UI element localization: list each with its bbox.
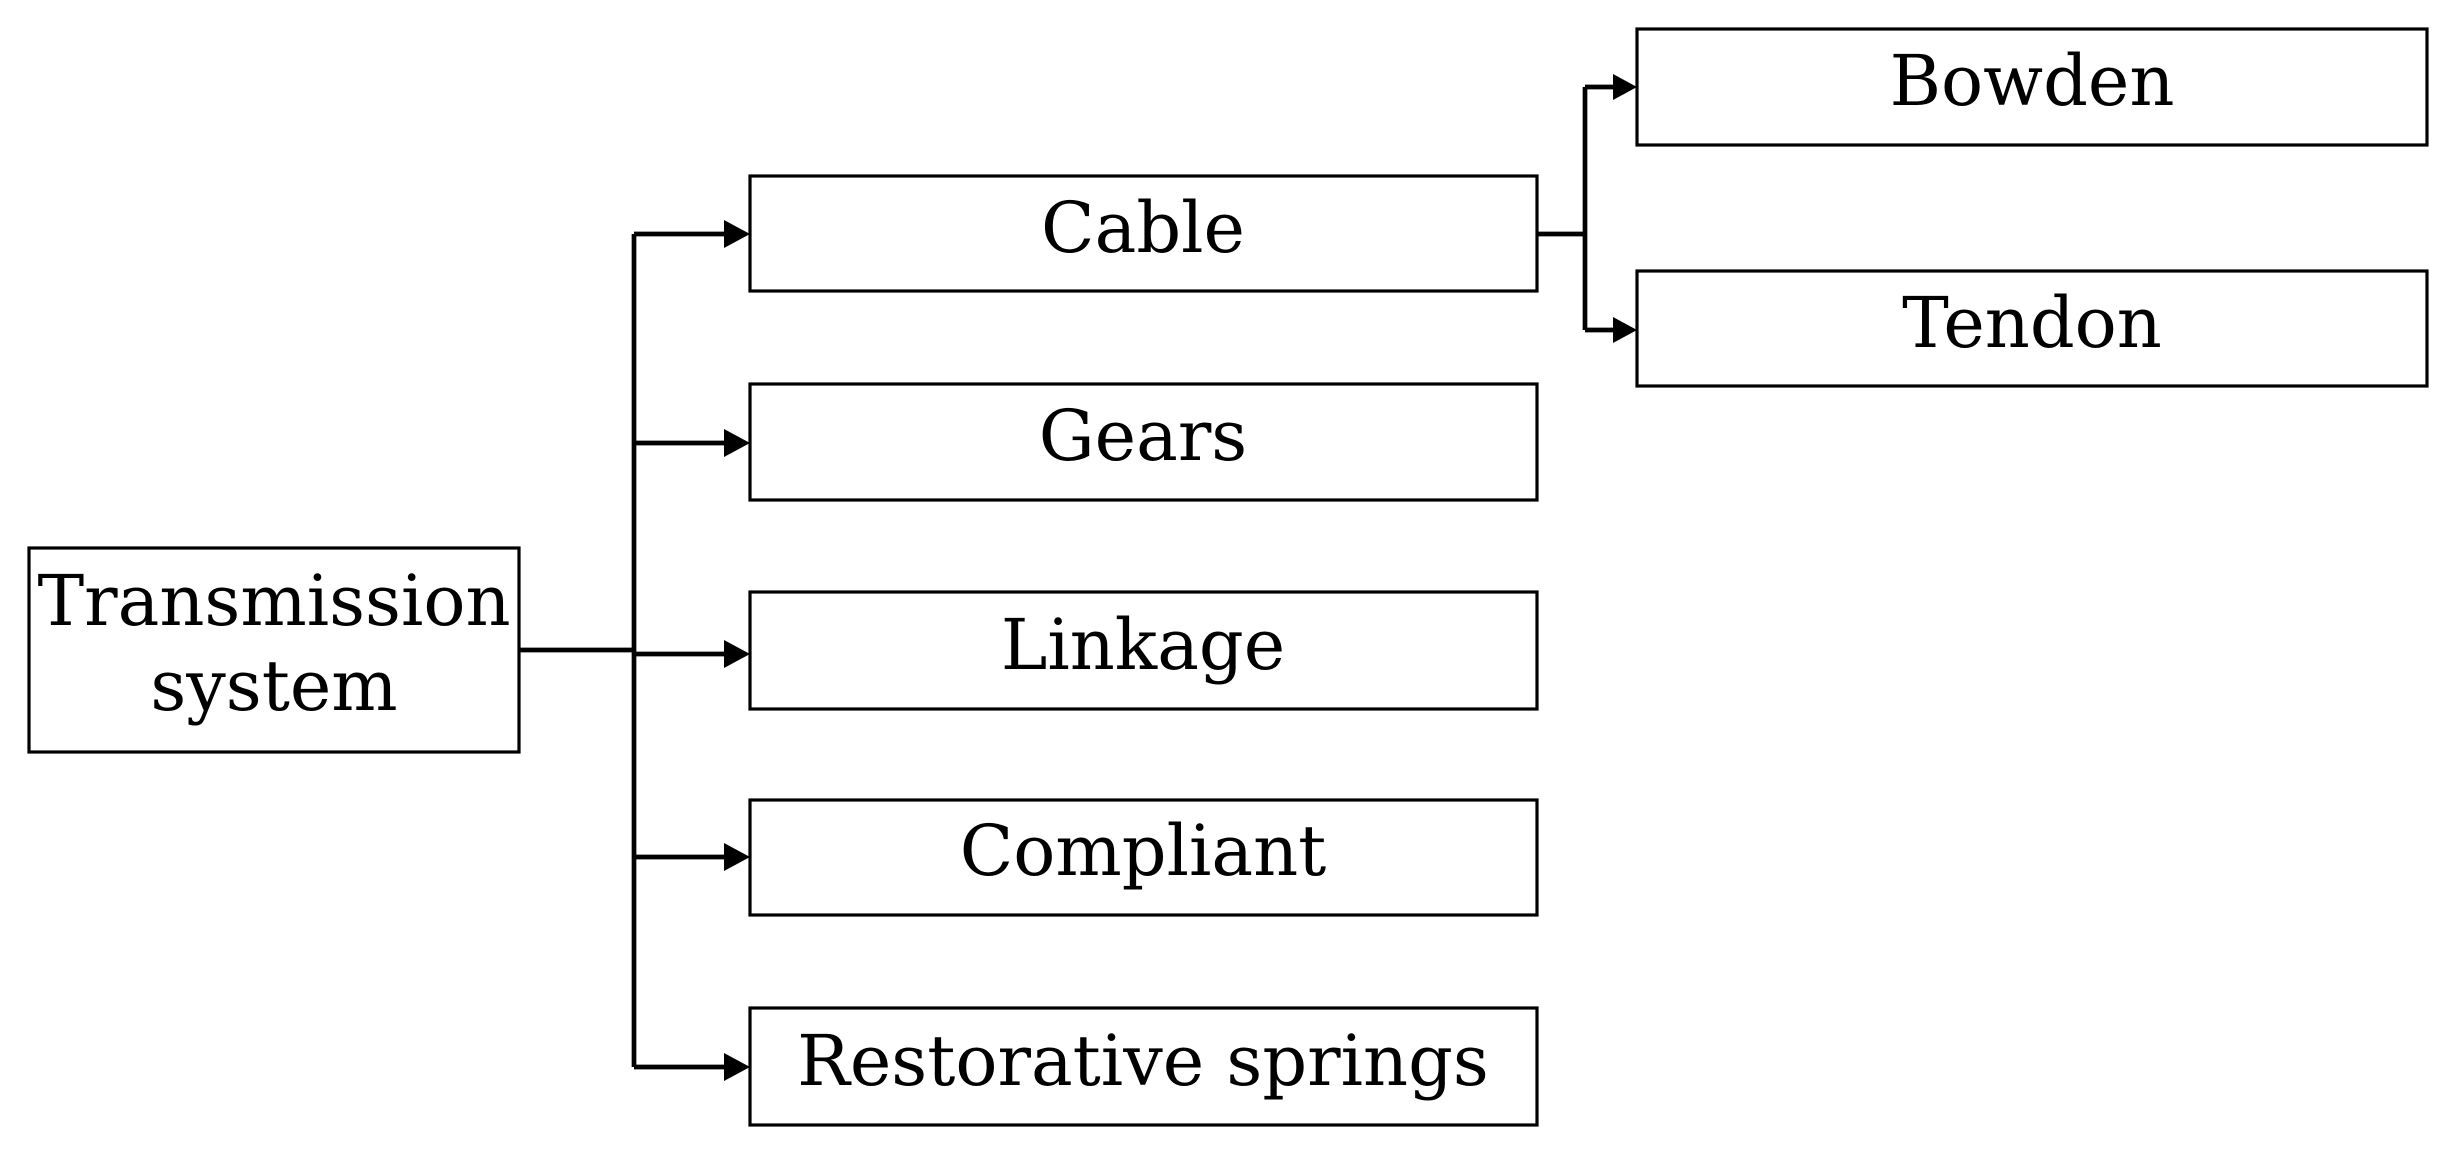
category-node-cable: Cable xyxy=(748,174,1539,293)
bowden-box xyxy=(1635,27,2429,147)
arrowhead-tendon xyxy=(1613,317,1637,343)
cable-box xyxy=(748,174,1539,293)
arrowheads xyxy=(724,74,1637,1081)
arrowhead-linkage xyxy=(724,640,750,668)
root-node-label-line-1: Transmission xyxy=(37,560,510,642)
compliant-label: Compliant xyxy=(960,810,1327,892)
arrowhead-springs xyxy=(724,1053,750,1081)
root-node-label-line-2: system xyxy=(150,645,397,727)
arrowhead-cable xyxy=(724,220,750,248)
arrowhead-compliant xyxy=(724,843,750,871)
category-node-gears: Gears xyxy=(748,382,1539,502)
arrowhead-gears xyxy=(724,429,750,457)
linkage-label: Linkage xyxy=(1001,604,1285,686)
root-node-box xyxy=(27,546,521,754)
linkage-box xyxy=(748,590,1539,711)
subnode-bowden: Bowden xyxy=(1635,27,2429,147)
category-node-compliant: Compliant xyxy=(748,798,1539,917)
bowden-label: Bowden xyxy=(1890,40,2175,122)
tendon-label: Tendon xyxy=(1902,282,2162,364)
cable-label: Cable xyxy=(1041,187,1245,269)
connectors xyxy=(519,84,1620,1070)
category-node-linkage: Linkage xyxy=(748,590,1539,711)
gears-box xyxy=(748,382,1539,502)
arrowhead-bowden xyxy=(1613,74,1637,100)
compliant-box xyxy=(748,798,1539,917)
category-node-restorative-springs: Restorative springs xyxy=(748,1006,1539,1127)
tendon-box xyxy=(1635,269,2429,388)
subnode-tendon: Tendon xyxy=(1635,269,2429,388)
springs-box xyxy=(748,1006,1539,1127)
gears-label: Gears xyxy=(1039,395,1247,477)
springs-label: Restorative springs xyxy=(797,1020,1489,1102)
root-node-transmission-system: Transmission system xyxy=(27,546,521,754)
